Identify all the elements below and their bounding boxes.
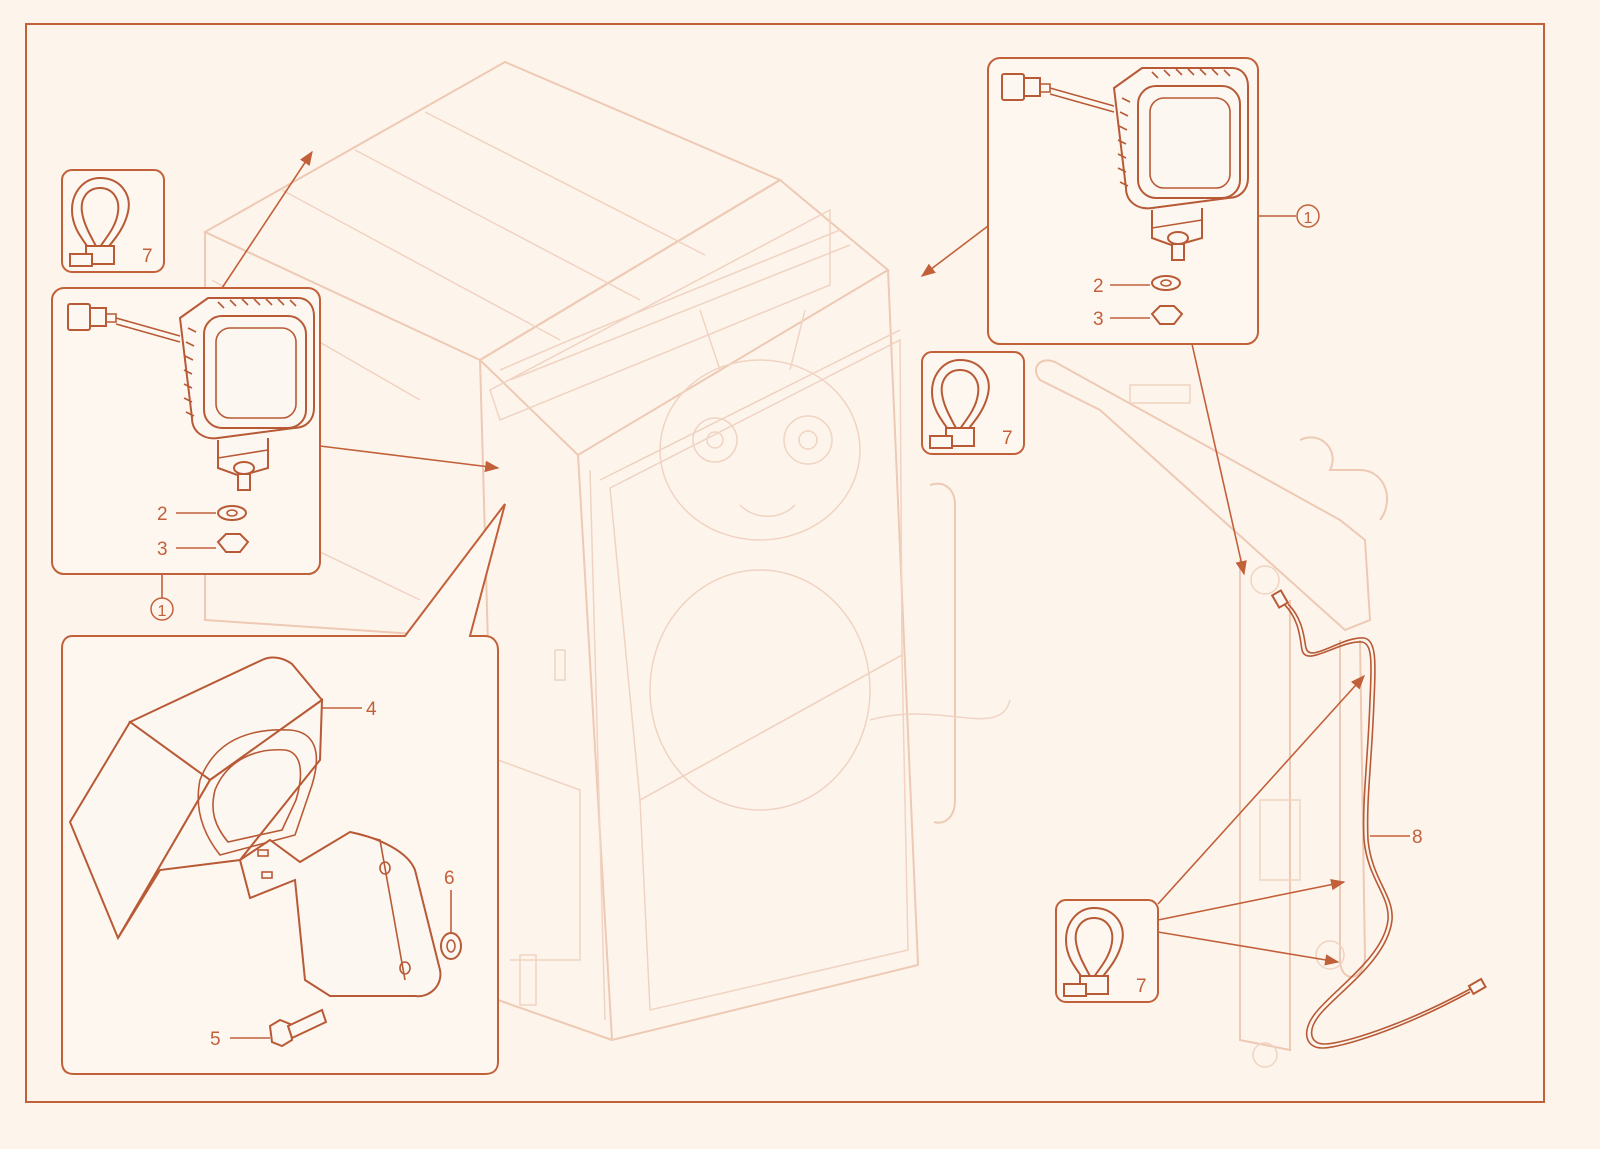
bolt-icon (268, 1008, 328, 1048)
nut-icon (216, 533, 250, 553)
callout-8: 8 (1412, 827, 1423, 848)
callout-1-right: 1 (1304, 210, 1313, 227)
callout-7-top-left: 7 (142, 246, 153, 267)
clip-box-top-left: 7 (61, 169, 165, 273)
lamp-box-left: 2 3 (51, 287, 321, 575)
flange-nut-icon (440, 932, 462, 960)
callout-circle-right (1296, 204, 1320, 228)
clip-box-bottom-right: 7 (1055, 899, 1159, 1003)
lamp-guard-icon (68, 656, 442, 998)
callout-2-right: 2 (1093, 276, 1104, 297)
callout-3-right: 3 (1093, 309, 1104, 330)
lamp-box-right: 2 3 (987, 57, 1259, 345)
guard-box: 4 6 5 (61, 503, 506, 1075)
callout-7-center: 7 (1002, 428, 1013, 449)
callout-1-left: 1 (158, 603, 167, 620)
arrow-left-lamp-cab (319, 445, 500, 473)
dragon-watermark (649, 309, 1011, 811)
washer-icon-right (1151, 275, 1181, 291)
callout-2-left: 2 (157, 504, 168, 525)
clip-box-center: 7 (921, 351, 1025, 455)
callout-6: 6 (444, 868, 455, 889)
arrow-right-lamp-boom (1191, 343, 1247, 576)
callout-4: 4 (366, 699, 377, 720)
wire-harness-icon (1270, 589, 1487, 1049)
arrow-right-lamp-cab (920, 225, 989, 277)
diagram-frame (25, 23, 1545, 1103)
callout-7-bottom-right: 7 (1136, 976, 1147, 997)
arrow-left-lamp-top (221, 150, 313, 289)
boom-outline (1035, 359, 1389, 1068)
callout-circle-left (150, 597, 174, 621)
arrow-clip-middle (1157, 878, 1346, 921)
arrow-clip-upper (1157, 674, 1365, 905)
callout-5: 5 (210, 1029, 221, 1050)
callout-3-left: 3 (157, 539, 168, 560)
nut-icon-right (1150, 305, 1184, 325)
arrow-clip-lower (1157, 931, 1340, 966)
washer-icon (217, 505, 247, 521)
